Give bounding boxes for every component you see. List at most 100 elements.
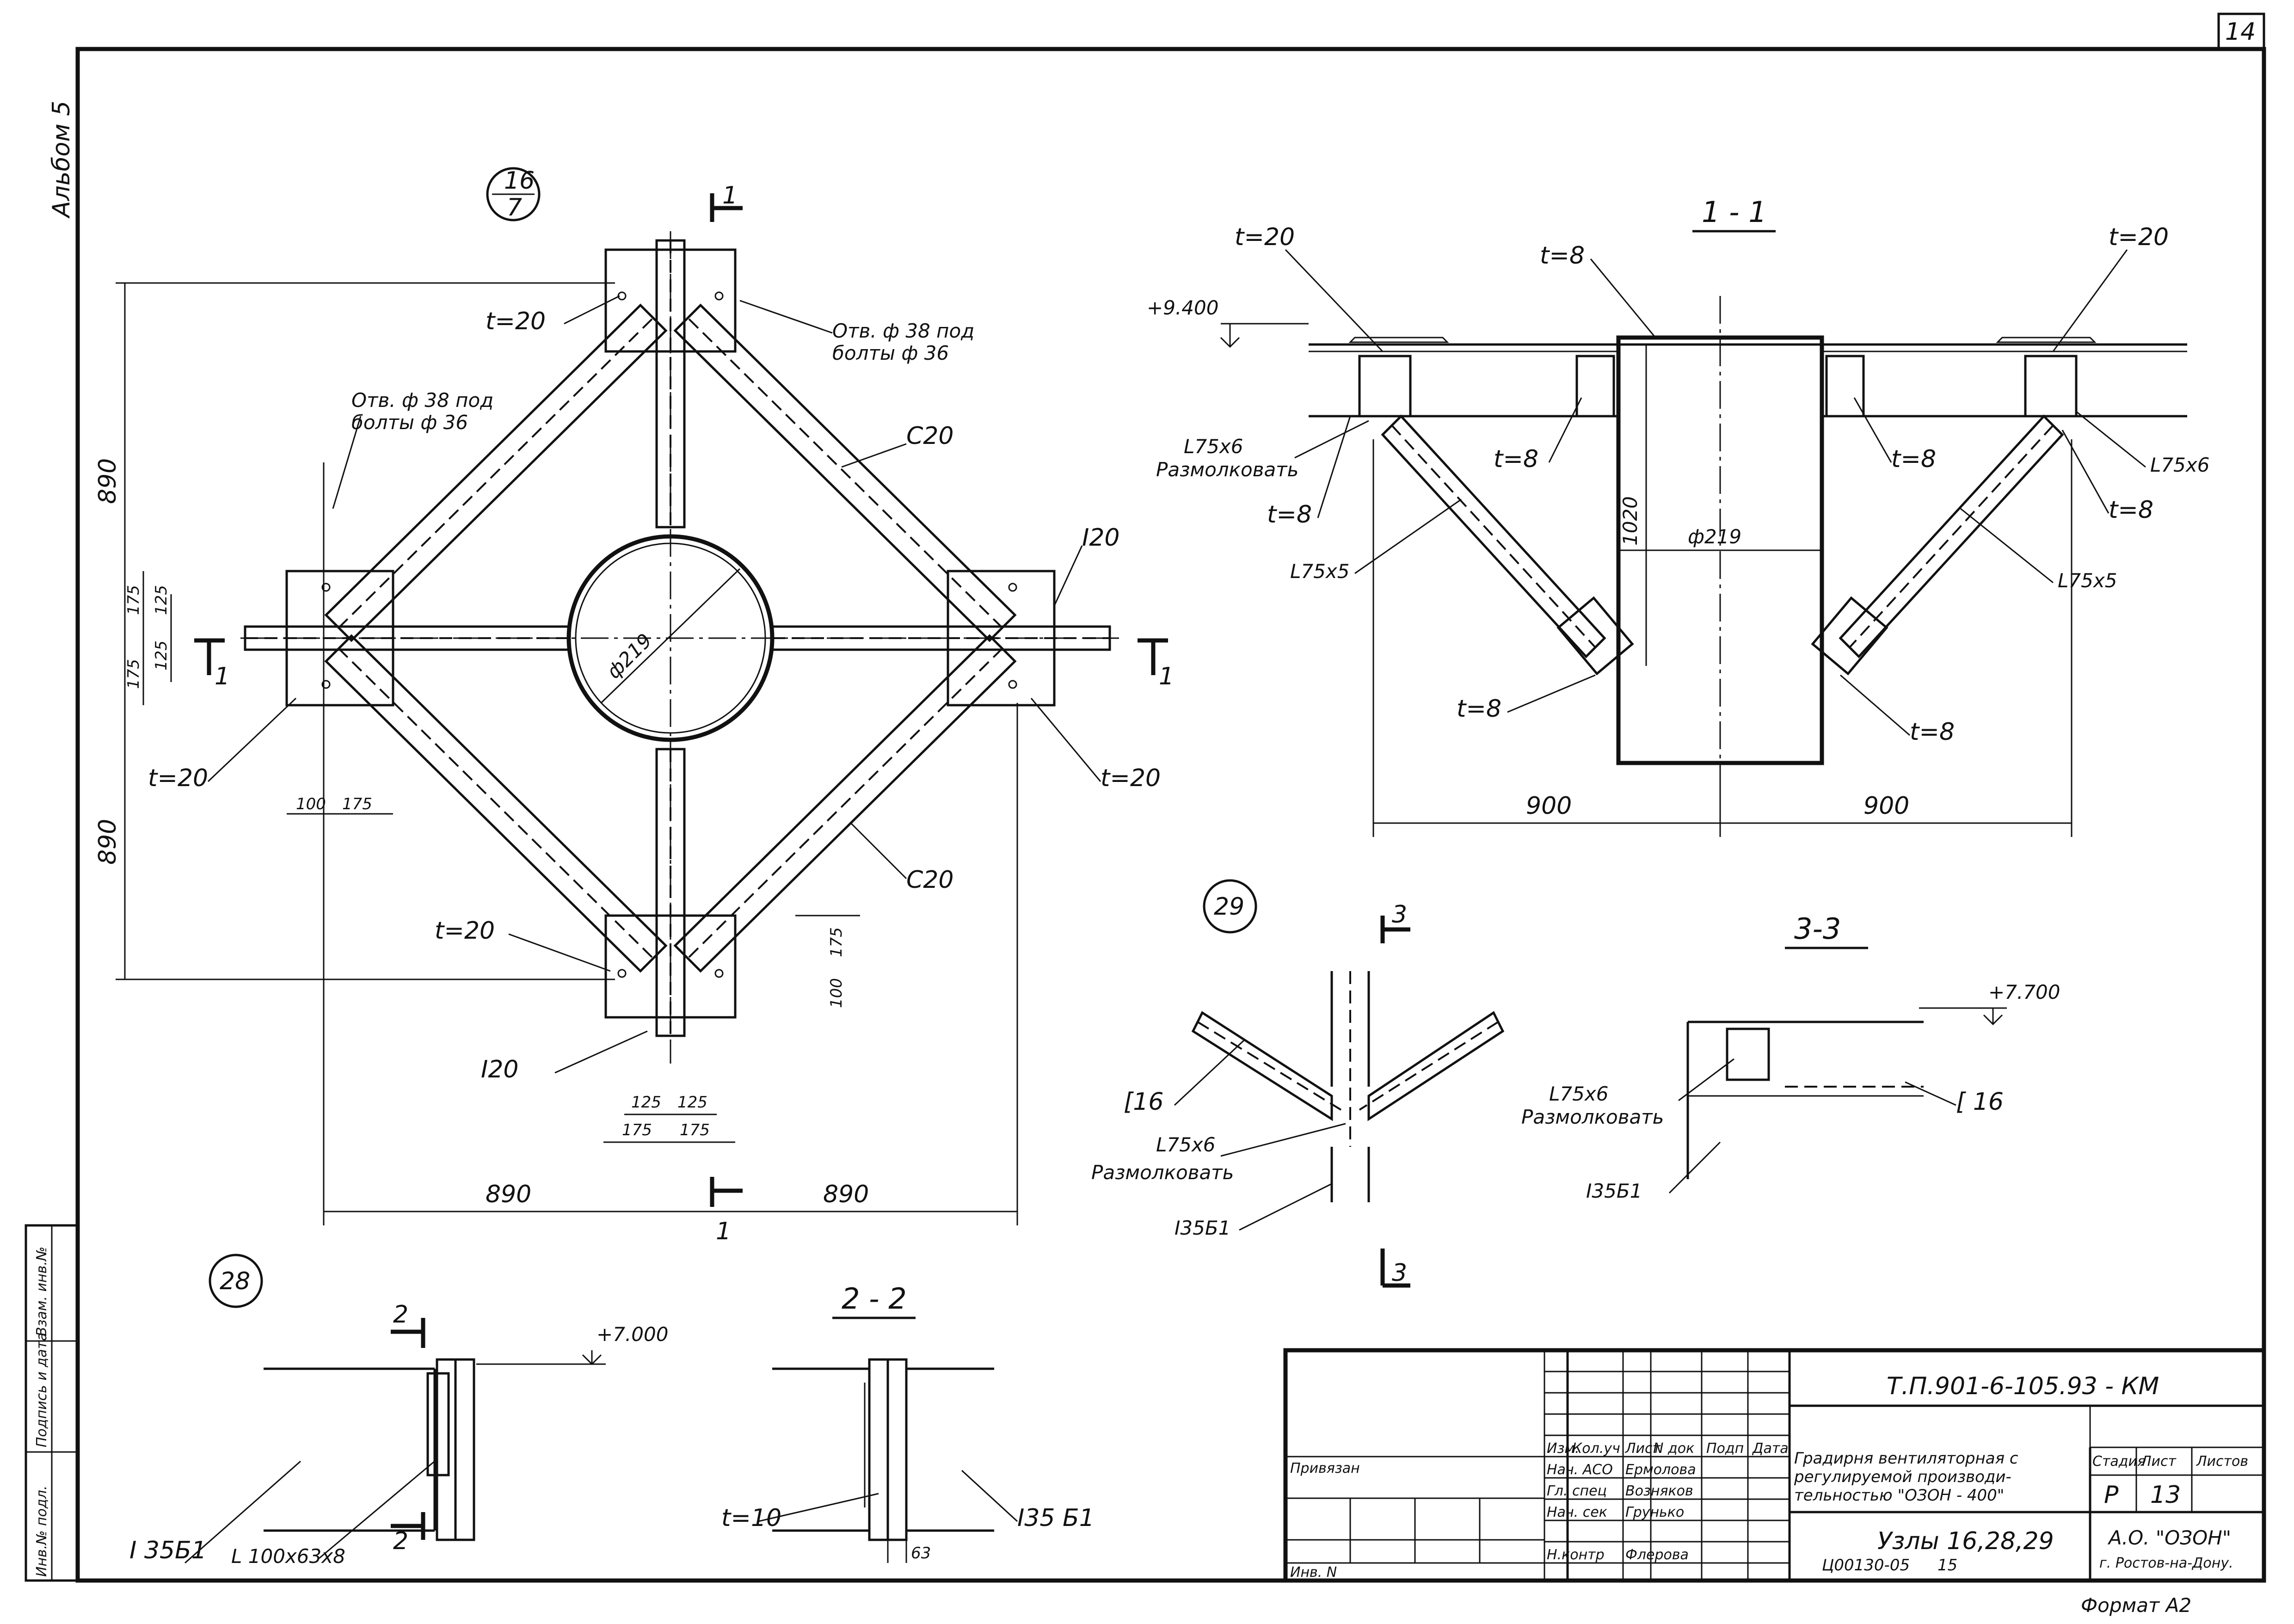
label-t20-top: t=20 <box>486 308 546 335</box>
label-l75x5-right: L75х5 <box>2058 569 2117 592</box>
section-mark-3-bottom: 3 <box>1392 1259 1407 1287</box>
tb-code: Т.П.901-6-105.93 - КМ <box>1887 1372 2159 1400</box>
tb-subject: Узлы 16,28,29 <box>1877 1527 2054 1555</box>
dim-175-f: 175 <box>680 1121 710 1139</box>
dim-900-left: 900 <box>1526 792 1572 820</box>
dim-175-d: 175 <box>827 927 846 957</box>
label-t8-left: t=8 <box>1267 501 1312 529</box>
label-beam: I35Б1 <box>1586 1180 1642 1202</box>
dim-890-lower: 890 <box>94 819 122 865</box>
archive-page: 15 <box>1937 1556 1957 1575</box>
album-label: Альбом 5 <box>48 101 75 219</box>
label-t8-right: t=8 <box>2109 496 2153 524</box>
tb-col-data: Дата <box>1752 1440 1789 1457</box>
dim-100-b: 100 <box>827 978 846 1008</box>
label-beam: I35 Б1 <box>1017 1504 1095 1532</box>
tb-role-2: Нач. сек <box>1547 1504 1607 1520</box>
label-beam-i35b1: I35Б1 <box>1175 1217 1230 1239</box>
tb-name-0: Ермолова <box>1625 1462 1696 1478</box>
label-t20-right: t=20 <box>2109 223 2169 251</box>
label-t20-left: t=20 <box>148 764 208 792</box>
label-c20-lower: С20 <box>906 866 953 894</box>
node-16-label: 16 <box>504 167 535 195</box>
sheet-corner-number: 14 <box>2225 18 2256 46</box>
stamp-podpis: Подпись и дата <box>34 1333 50 1448</box>
dim-175-b: 175 <box>124 659 143 689</box>
label-razm-left: Размолковать <box>1156 458 1298 481</box>
tb-inv-n: Инв. N <box>1290 1564 1337 1581</box>
section-2-2: 2 - 2 t=10 63 I35 Б1 <box>721 1282 1095 1563</box>
tb-col-izm: Изм. <box>1547 1440 1580 1457</box>
tb-sheet-no: 13 <box>2150 1481 2181 1509</box>
dim-175-e: 175 <box>622 1121 652 1139</box>
archive-code: Ц00130-05 <box>1822 1556 1910 1575</box>
channel-se <box>673 634 1017 973</box>
hole-note-left-2: болты ф 36 <box>351 411 468 434</box>
hole-note-left-1: Отв. ф 38 под <box>351 389 493 412</box>
label-t20-left: t=20 <box>1235 223 1295 251</box>
hole-note-top-2: болты ф 36 <box>832 342 949 364</box>
label-t8-bottom-left: t=8 <box>1457 695 1501 723</box>
dim-125-c: 125 <box>631 1093 661 1112</box>
section-2-2-title: 2 - 2 <box>842 1282 907 1316</box>
channel-sw <box>324 634 668 973</box>
label-t20-bottom: t=20 <box>435 917 495 945</box>
tb-stage: Р <box>2104 1481 2119 1509</box>
tb-object-1: Градирня вентиляторная с <box>1794 1449 2018 1468</box>
title-block: Привязан Инв. N Изм. Кол.уч Лист N док П… <box>1283 1348 2266 1583</box>
dim-175-c: 175 <box>342 795 372 813</box>
label-l75x6-left: L75х6 <box>1184 435 1243 458</box>
section-mark-2-top: 2 <box>393 1301 408 1329</box>
format-label: Формат А2 <box>2081 1594 2191 1617</box>
label-l75x6: L75х6 <box>1549 1083 1608 1105</box>
section-mark-2-bottom: 2 <box>393 1527 408 1555</box>
side-stamp: Инв.№ подл. Подпись и дата Взам. инв.№ <box>25 1224 79 1582</box>
level-7700: +7.700 <box>1988 981 2060 1003</box>
tb-privyazan: Привязан <box>1290 1460 1360 1476</box>
dim-125-b: 125 <box>152 640 171 671</box>
dim-125-d: 125 <box>677 1093 707 1112</box>
node-29-label: 29 <box>1214 893 1244 921</box>
label-t10: t=10 <box>721 1504 781 1532</box>
section-3-3-title: 3-3 <box>1794 912 1841 946</box>
label-t8-mid-left: t=8 <box>1494 445 1538 473</box>
level-7000: +7.000 <box>597 1323 668 1346</box>
node-16-sublabel: 7 <box>507 194 522 221</box>
section-mark-3-top: 3 <box>1392 901 1407 929</box>
hole-note-top-1: Отв. ф 38 под <box>832 320 974 342</box>
tb-col-list: Лист <box>1625 1440 1661 1457</box>
dim-125-a: 125 <box>152 585 171 615</box>
dim-900-right: 900 <box>1863 792 1909 820</box>
tb-stage-label: Стадия <box>2092 1453 2146 1470</box>
label-t8-top: t=8 <box>1540 242 1585 270</box>
tb-col-podp: Подп <box>1706 1440 1744 1457</box>
node-16-label-circle <box>486 167 541 221</box>
dim-890-left: 890 <box>486 1181 531 1208</box>
node-29: 29 3 3 [16 L75х6 Размолковать I35Б1 <box>1091 879 1505 1288</box>
label-razm: Размолковать <box>1091 1161 1234 1184</box>
label-l75x6-right: L75х6 <box>2150 454 2209 476</box>
channel-ne <box>673 303 1017 642</box>
tb-org-2: г. Ростов-на-Дону. <box>2099 1555 2233 1571</box>
tb-name-3: Флерова <box>1625 1547 1689 1563</box>
section-mark-1-bottom: 1 <box>716 1218 731 1245</box>
sheet-frame: 14 Альбом 5 Ц00130-05 15 Формат А2 <box>48 12 2266 1617</box>
tb-role-1: Гл. спец <box>1547 1483 1607 1499</box>
label-razm: Размолковать <box>1521 1106 1664 1128</box>
label-i20-right: I20 <box>1082 524 1120 552</box>
section-1-1: 1 - 1 +9.400 900 9 <box>1147 195 2209 837</box>
dim-1020: 1020 <box>1619 496 1642 546</box>
dim-175-a: 175 <box>124 585 143 615</box>
dim-890-right: 890 <box>823 1181 869 1208</box>
tb-role-0: Нач. АСО <box>1547 1462 1613 1478</box>
channel-nw <box>324 303 668 642</box>
section-mark-1-right: 1 <box>1159 663 1174 690</box>
dim-890-upper: 890 <box>94 458 122 504</box>
tb-sheet-label: Лист <box>2140 1453 2177 1470</box>
label-t8-mid-right: t=8 <box>1891 445 1936 473</box>
level-9400: +9.400 <box>1147 296 1218 319</box>
section-mark-1-left: 1 <box>215 663 230 690</box>
label-t8-bottom-right: t=8 <box>1910 718 1955 746</box>
dim-63: 63 <box>911 1544 931 1562</box>
